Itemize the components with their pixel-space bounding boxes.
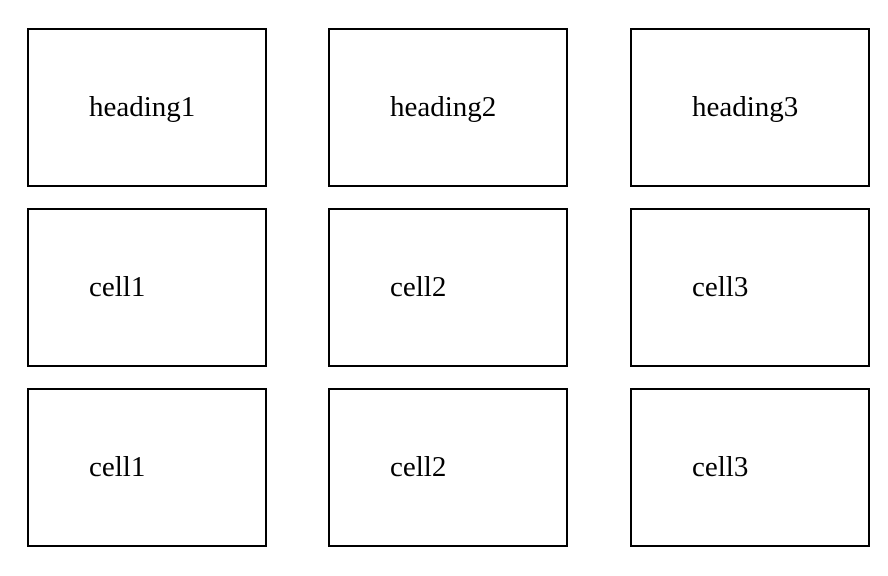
heading-cell-1: heading1 (27, 28, 267, 187)
heading-label: heading2 (390, 91, 497, 123)
cell-label: cell2 (390, 271, 447, 303)
heading-label: heading1 (89, 91, 196, 123)
cell-label: cell3 (692, 271, 749, 303)
table-cell: cell1 (27, 208, 267, 367)
cell-label: cell2 (390, 451, 447, 483)
table-cell: cell3 (630, 388, 870, 547)
heading-cell-3: heading3 (630, 28, 870, 187)
table-cell: cell3 (630, 208, 870, 367)
cell-label: cell1 (89, 451, 146, 483)
table-cell: cell2 (328, 208, 568, 367)
table-cell: cell1 (27, 388, 267, 547)
cell-label: cell1 (89, 271, 146, 303)
heading-label: heading3 (692, 91, 799, 123)
cell-label: cell3 (692, 451, 749, 483)
heading-cell-2: heading2 (328, 28, 568, 187)
table-cell: cell2 (328, 388, 568, 547)
